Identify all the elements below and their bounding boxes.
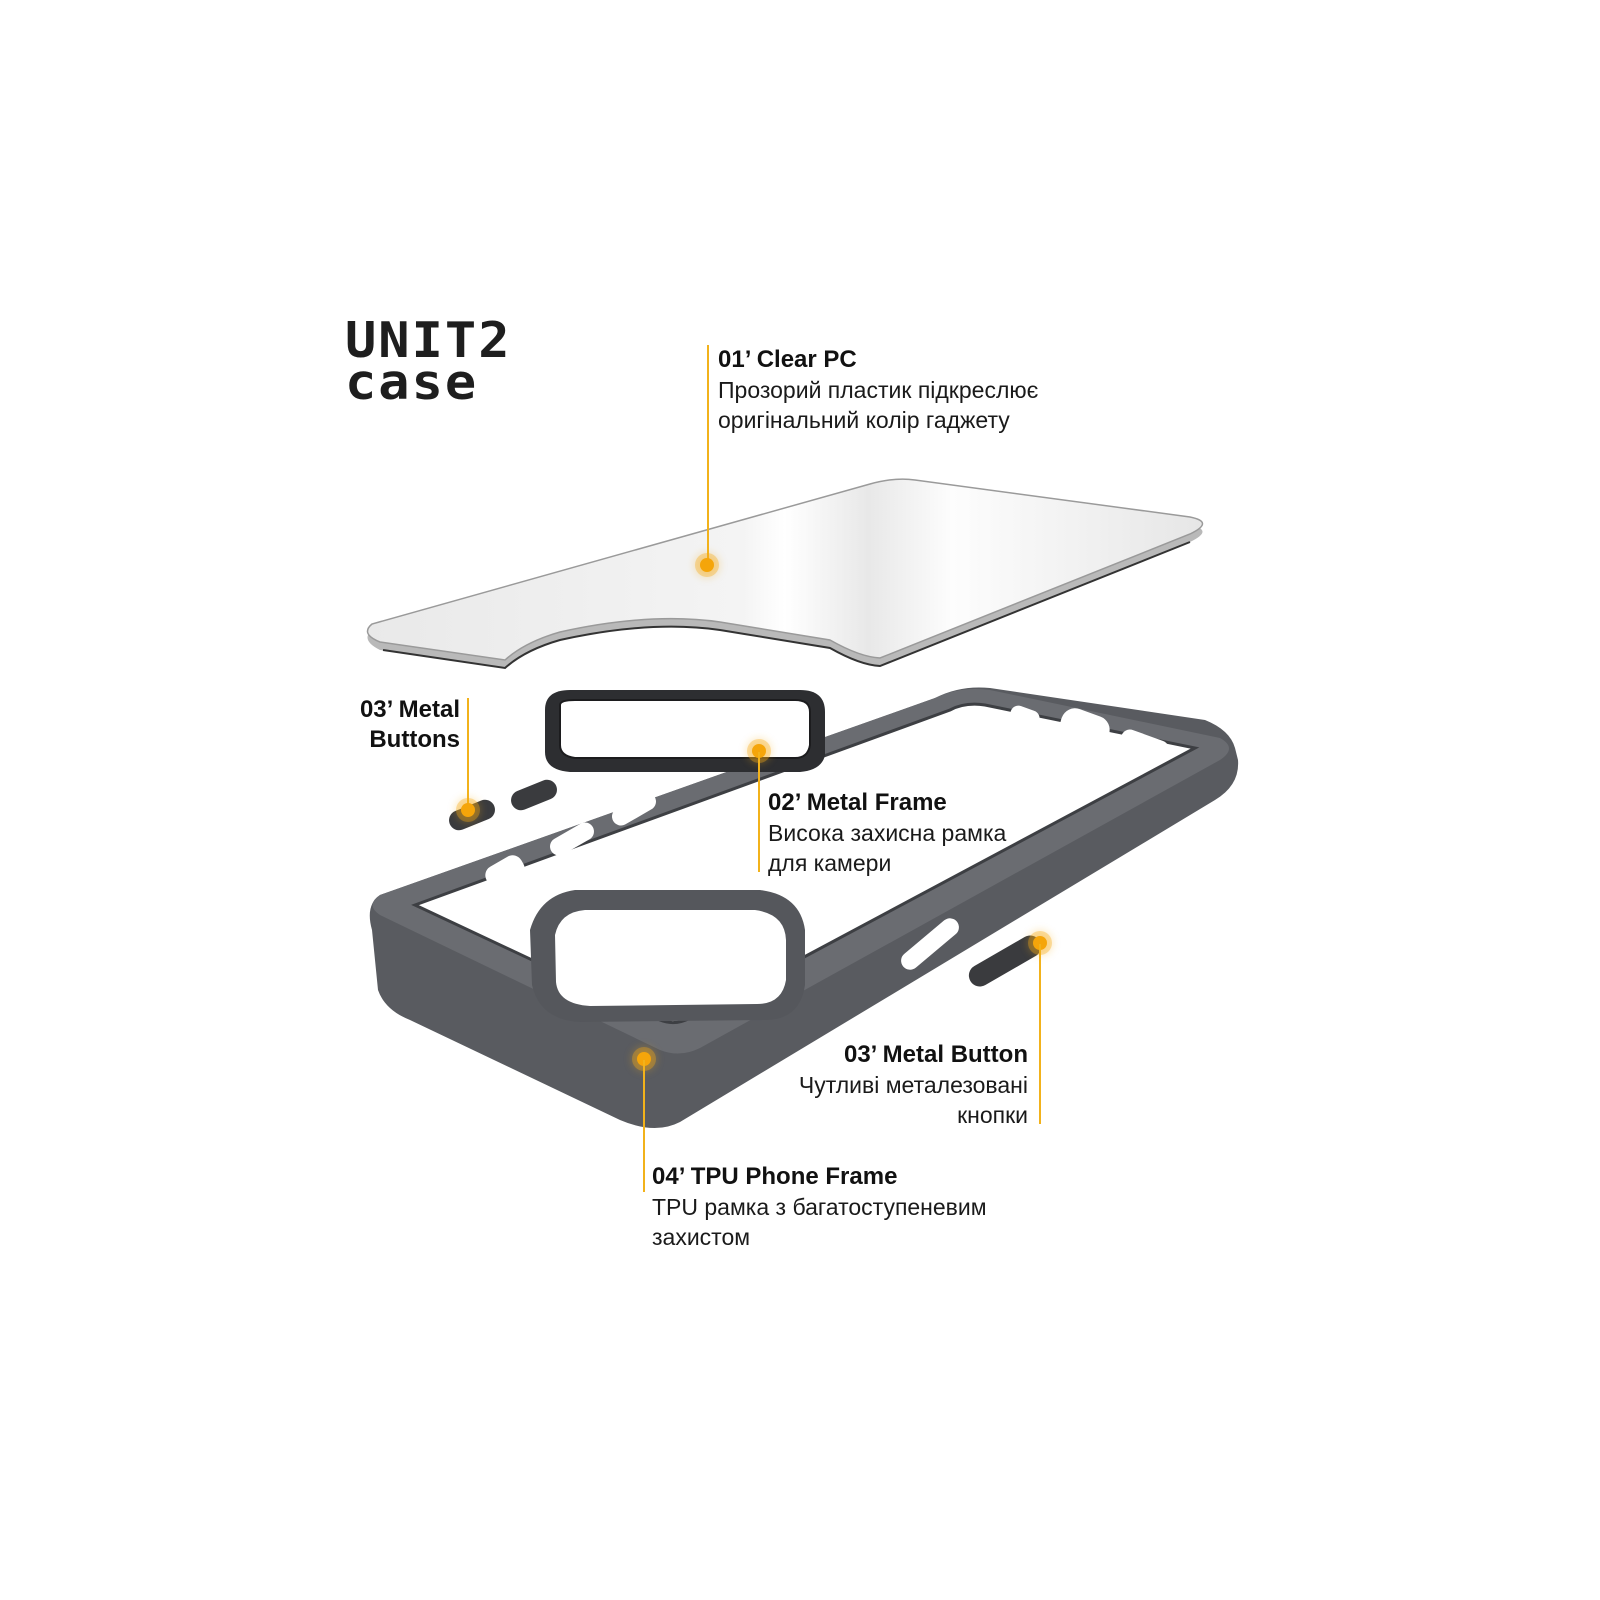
callout-desc-line: для камери (768, 850, 892, 876)
leader-line-metal-buttons (467, 698, 469, 808)
leader-line-metal-button (1039, 944, 1041, 1124)
callout-title: 02’ Metal Frame (768, 789, 947, 816)
marker-dot-metal-buttons (461, 803, 475, 817)
callout-desc-line: Прозорий пластик підкреслює (718, 377, 1039, 403)
callout-desc-line: Висока захисна рамка (768, 820, 1007, 846)
tpu-phone-frame (369, 687, 1239, 1129)
metal-camera-frame (545, 690, 825, 772)
marker-dot-tpu-frame (637, 1052, 651, 1066)
logo-line-1: UNIT2 (345, 312, 512, 370)
leader-line-metal-frame (758, 752, 760, 872)
callout-metal-button: 03’ Metal Button Чутливі металезовані кн… (700, 1040, 1028, 1130)
marker-dot-metal-frame (752, 744, 766, 758)
callout-title: 01’ Clear PC (718, 346, 857, 373)
callout-desc-line: Чутливі металезовані (798, 1072, 1028, 1098)
callout-desc-line: захистом (652, 1224, 751, 1250)
leader-line-tpu-frame (643, 1060, 645, 1192)
brand-logo: UNIT2 case (345, 312, 565, 412)
callout-desc-line: оригінальний колір гаджету (718, 407, 1010, 433)
callout-metal-buttons: 03’ Metal Buttons (330, 695, 460, 755)
callout-tpu-frame: 04’ TPU Phone Frame TPU рамка з багатост… (652, 1162, 987, 1252)
callout-title: 04’ TPU Phone Frame (652, 1163, 898, 1190)
logo-line-2: case (345, 354, 479, 412)
callout-metal-frame: 02’ Metal Frame Висока захисна рамка для… (768, 788, 1006, 878)
marker-dot-metal-button (1033, 936, 1047, 950)
leader-line-clear-pc (707, 345, 709, 563)
metal-button-right (968, 935, 1042, 987)
clear-pc-plate (366, 478, 1204, 670)
callout-desc-line: кнопки (957, 1102, 1028, 1128)
callout-title: 03’ Metal Button (843, 1041, 1028, 1068)
callout-title: Buttons (369, 726, 460, 753)
callout-clear-pc: 01’ Clear PC Прозорий пластик підкреслює… (718, 345, 1038, 435)
callout-desc-line: TPU рамка з багатоступеневим (652, 1194, 987, 1220)
callout-title: 03’ Metal (359, 696, 460, 723)
marker-dot-clear-pc (700, 558, 714, 572)
